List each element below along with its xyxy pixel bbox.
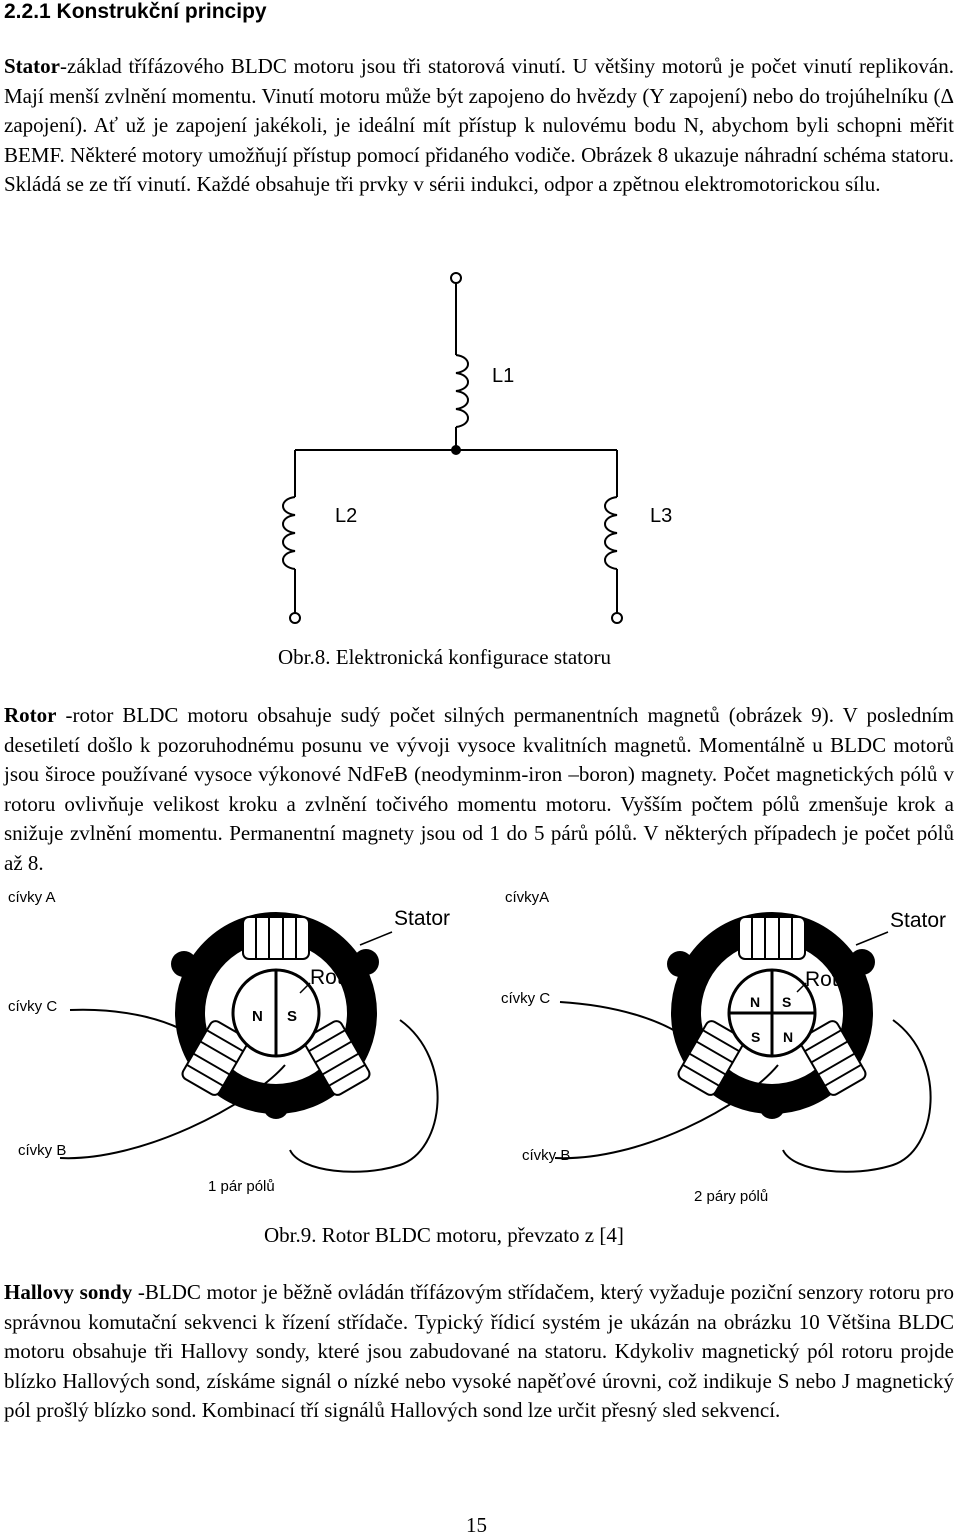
figure-9-caption: Obr.9. Rotor BLDC motoru, převzato z [4] — [264, 1223, 624, 1247]
coil-b-right — [799, 1020, 867, 1096]
neutral-node — [451, 445, 461, 455]
coil-a — [242, 916, 310, 960]
label-rotor: Rotor — [310, 966, 361, 989]
label-stator: Stator — [394, 907, 450, 930]
wire-b — [59, 1064, 286, 1160]
label-coil-a: cívky A — [8, 889, 56, 906]
label-rotor-right: Rotor — [805, 968, 856, 991]
label-coil-c-right: cívky C — [501, 990, 550, 1007]
hall-text: -BLDC motor je běžně ovládán třífázovým … — [4, 1280, 954, 1422]
inductor-l3 — [604, 496, 618, 570]
rotor-term: Rotor — [4, 703, 57, 727]
hall-paragraph: Hallovy sondy -BLDC motor je běžně ovlád… — [4, 1278, 954, 1426]
wire-b-right — [554, 1064, 779, 1160]
pole-s: S — [287, 1008, 297, 1025]
inductor-l1 — [455, 354, 469, 428]
hall-term: Hallovy sondy — [4, 1280, 133, 1304]
pole-n: N — [252, 1008, 263, 1025]
coil-c — [181, 1020, 249, 1096]
section-heading: 2.2.1 Konstrukční principy — [4, 0, 267, 23]
coil-b — [303, 1020, 371, 1096]
pole-bl: S — [751, 1029, 760, 1045]
pole-tl: N — [750, 994, 760, 1010]
motor-two-pole-pairs: N S S N cívkyA cívky C cívky B Stator Ro… — [501, 889, 946, 1205]
label-l2: L2 — [335, 505, 357, 527]
rotor-text: -rotor BLDC motoru obsahuje sudý počet s… — [4, 703, 954, 875]
page-number: 15 — [466, 1513, 487, 1537]
terminal-l3 — [611, 612, 623, 624]
motor-one-pole-pair: N S cívky A cívky C cívky B Stator Rotor… — [8, 889, 450, 1195]
label-coil-c: cívky C — [8, 998, 57, 1015]
label-coil-b: cívky B — [18, 1142, 66, 1159]
pole-br: N — [783, 1029, 793, 1045]
label-coil-b-right: cívky B — [522, 1147, 570, 1164]
label-stator-right: Stator — [890, 909, 946, 932]
label-l3: L3 — [650, 505, 672, 527]
coil-c-right — [677, 1020, 745, 1096]
stator-paragraph: Stator-základ třífázového BLDC motoru js… — [4, 52, 954, 200]
rotor-paragraph: Rotor -rotor BLDC motoru obsahuje sudý p… — [4, 701, 954, 878]
stator-term: Stator — [4, 54, 60, 78]
label-pole-count-right: 2 páry pólů — [694, 1188, 768, 1205]
label-l1: L1 — [492, 365, 514, 387]
terminal-l2 — [289, 612, 301, 624]
coil-a-right — [738, 916, 806, 960]
stator-text: -základ třífázového BLDC motoru jsou tři… — [4, 54, 954, 196]
label-pole-count: 1 pár pólů — [208, 1178, 275, 1195]
label-coil-a-right: cívkyA — [505, 889, 549, 906]
wire-a — [289, 1019, 439, 1173]
wire-a-right — [782, 1019, 932, 1173]
inductor-l2 — [282, 496, 296, 570]
pole-tr: S — [782, 994, 791, 1010]
figure-8-caption: Obr.8. Elektronická konfigurace statoru — [278, 645, 611, 669]
